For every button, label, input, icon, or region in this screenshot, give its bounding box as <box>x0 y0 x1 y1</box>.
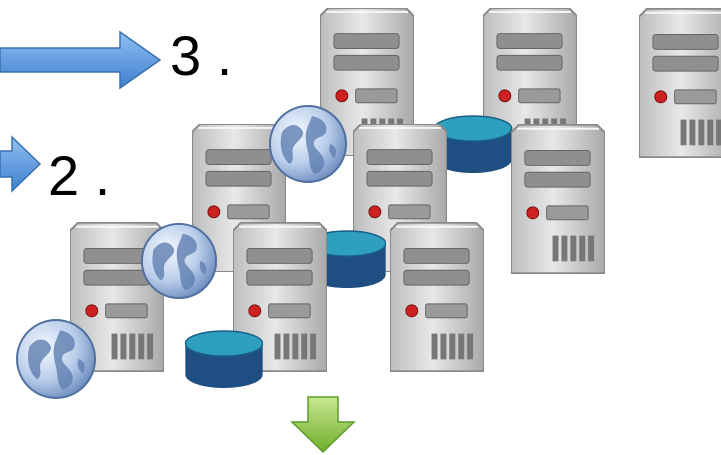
arrow-right-icon <box>0 30 162 90</box>
server-icon <box>511 124 605 274</box>
globe-icon <box>15 318 97 400</box>
step-2-label: 2 . <box>48 144 111 207</box>
database-icon <box>185 330 263 388</box>
server-icon <box>639 8 721 158</box>
step-3-label: 3 . <box>170 24 233 87</box>
globe-icon <box>268 104 348 184</box>
globe-icon <box>140 222 218 300</box>
server-icon <box>390 222 484 372</box>
arrow-down-icon <box>290 396 356 454</box>
arrow-right-icon <box>0 135 42 193</box>
